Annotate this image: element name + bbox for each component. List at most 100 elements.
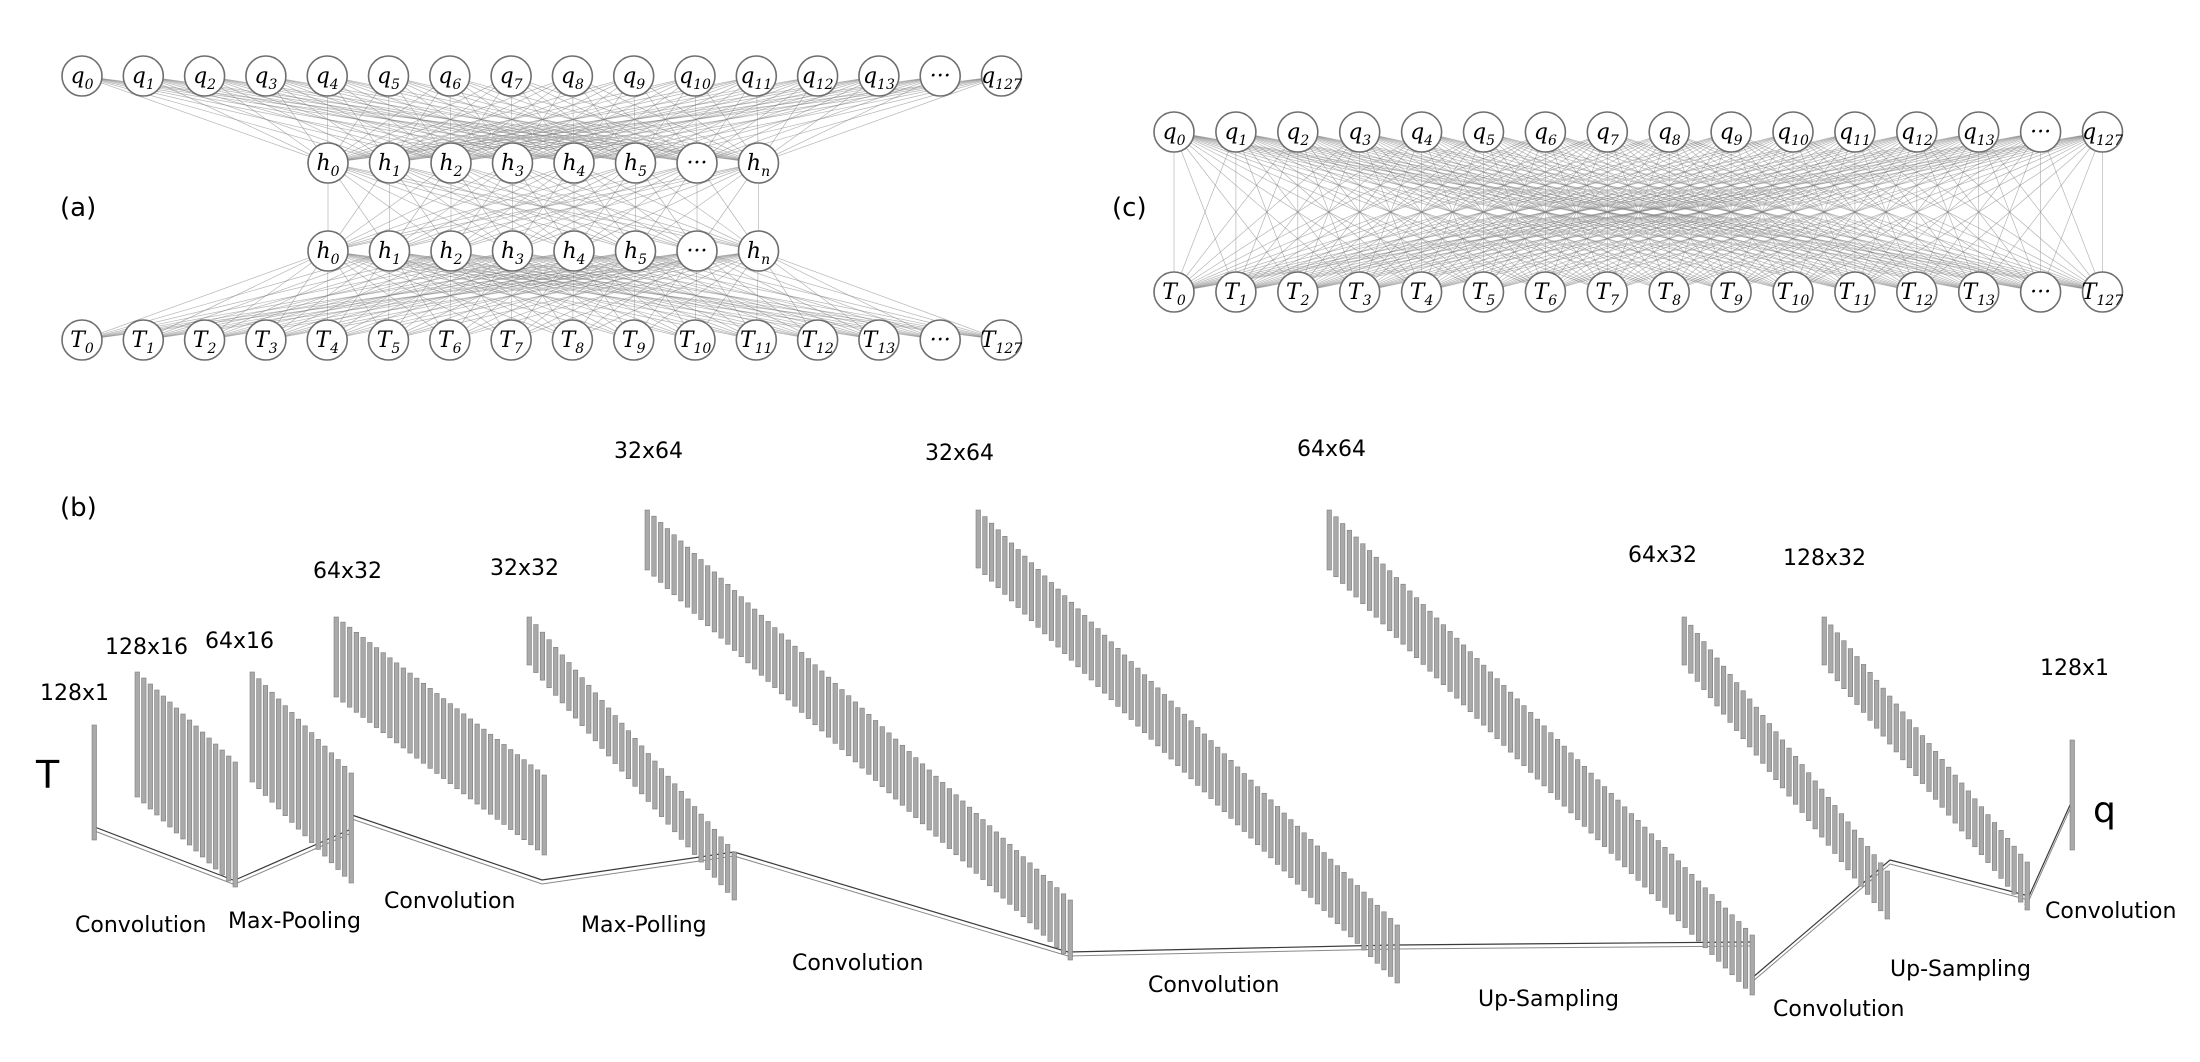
- node-circle: [737, 142, 780, 184]
- node-circle: [858, 55, 900, 97]
- feature-map-stack: [1326, 509, 1755, 996]
- feature-map-bar: [514, 754, 520, 835]
- node-symbol: q: [1286, 120, 1300, 145]
- node-subscript: 3: [515, 252, 524, 268]
- feature-map-bar: [186, 719, 193, 846]
- node-circle: [980, 55, 1023, 97]
- node-circle: [1338, 111, 1381, 153]
- feature-map-bar: [1628, 813, 1634, 874]
- node-subscript: 2: [1300, 293, 1310, 309]
- node-circle: [735, 55, 778, 97]
- feature-map-bar: [1834, 632, 1840, 682]
- node-subscript: 3: [1362, 133, 1371, 149]
- feature-map-bar: [1799, 764, 1805, 813]
- output-q-node: q13: [858, 55, 900, 97]
- feature-map-bar: [1447, 631, 1453, 692]
- feature-map-bar: [206, 737, 212, 864]
- feature-map-bar: [1115, 648, 1121, 707]
- feature-map-bar: [315, 739, 321, 850]
- node-label: q0: [1162, 120, 1185, 149]
- feature-map-bar: [632, 737, 638, 787]
- encoder-input-edge: [758, 250, 880, 341]
- feature-map-bar: [982, 516, 988, 575]
- input-T-node: T6: [428, 319, 471, 361]
- node-label: q1: [1224, 120, 1247, 149]
- feature-map-bar: [1333, 516, 1339, 578]
- node-label: q2: [1286, 120, 1309, 149]
- hidden-lower-node: h4: [553, 230, 595, 272]
- output-q-node: ···: [2019, 111, 2062, 153]
- feature-map-bar: [1308, 839, 1314, 898]
- node-label: ···: [930, 328, 951, 353]
- encoder-input-edge: [143, 250, 759, 341]
- output-q-node: q10: [674, 55, 716, 97]
- feature-map-bar: [1122, 654, 1128, 714]
- node-circle: [1834, 271, 1876, 313]
- operation-label: Convolution: [75, 913, 206, 938]
- feature-map-bar: [342, 765, 348, 877]
- feature-map-bar: [812, 664, 818, 726]
- feature-map-bar: [1248, 779, 1254, 839]
- feature-map-bar: [427, 688, 433, 769]
- node-subscript: 3: [268, 77, 277, 93]
- feature-map-bar: [1281, 812, 1287, 872]
- node-circle: [1648, 111, 1690, 153]
- node-circle: [612, 55, 655, 97]
- node-subscript: 10: [1791, 293, 1809, 309]
- node-symbol: T: [1224, 280, 1241, 305]
- feature-map-bar: [387, 657, 393, 739]
- node-subscript: 7: [514, 341, 523, 357]
- feature-map-bar: [256, 678, 262, 790]
- node-symbol: q: [438, 64, 452, 89]
- feature-map-bar: [1534, 718, 1540, 780]
- encoder-output-edge: [389, 75, 1002, 164]
- output-q-node: q3: [245, 55, 287, 97]
- feature-map-bar: [501, 744, 507, 825]
- feature-map-bar: [232, 761, 238, 888]
- feature-map-bar: [1959, 782, 1965, 832]
- panel-c-label: (c): [1112, 193, 1147, 223]
- feature-map-bar: [698, 559, 704, 620]
- node-circle: [1710, 111, 1752, 153]
- feature-map-bar: [872, 720, 879, 781]
- node-subscript: 12: [816, 341, 834, 357]
- node-symbol: T: [1777, 280, 1794, 305]
- feature-map-bar: [572, 669, 579, 719]
- node-symbol: T: [1901, 280, 1918, 305]
- encoder-output-edge: [143, 75, 329, 164]
- node-symbol: q: [1534, 120, 1548, 145]
- feature-map-bar: [946, 788, 952, 849]
- node-circle: [1524, 111, 1567, 153]
- feature-map-bar: [1806, 772, 1812, 821]
- feature-map-bar: [1195, 727, 1201, 786]
- feature-map-bar: [1819, 788, 1825, 838]
- node-subscript: 9: [1734, 293, 1743, 309]
- input-T-node: T7: [490, 319, 532, 361]
- output-q-node: q1: [122, 55, 165, 97]
- node-symbol: T: [315, 328, 332, 353]
- feature-map-bar: [1128, 661, 1134, 720]
- feature-map-bar: [705, 565, 711, 627]
- feature-map-bar: [1034, 868, 1040, 930]
- feature-map-bar: [1615, 799, 1621, 861]
- feature-map-bar: [852, 701, 858, 763]
- direct-edge: [1792, 131, 2103, 293]
- node-symbol: T: [438, 328, 455, 353]
- feature-map-bar: [671, 534, 677, 596]
- feature-map-bar: [859, 707, 865, 769]
- node-label: ···: [687, 151, 708, 176]
- feature-map-bar: [1727, 674, 1733, 723]
- node-label: hn: [747, 151, 770, 180]
- feature-map-bar: [711, 571, 717, 633]
- output-q-node: q9: [1710, 111, 1752, 153]
- layer-link: [541, 855, 735, 885]
- feature-map-bar: [1689, 873, 1695, 935]
- node-label: hn: [747, 239, 770, 268]
- node-symbol: T: [1286, 280, 1303, 305]
- node-subscript: 0: [85, 341, 94, 357]
- node-circle: [614, 142, 657, 184]
- feature-map-bar: [1642, 826, 1648, 888]
- input-T-node: T13: [858, 319, 900, 361]
- feature-map-bar: [141, 677, 147, 804]
